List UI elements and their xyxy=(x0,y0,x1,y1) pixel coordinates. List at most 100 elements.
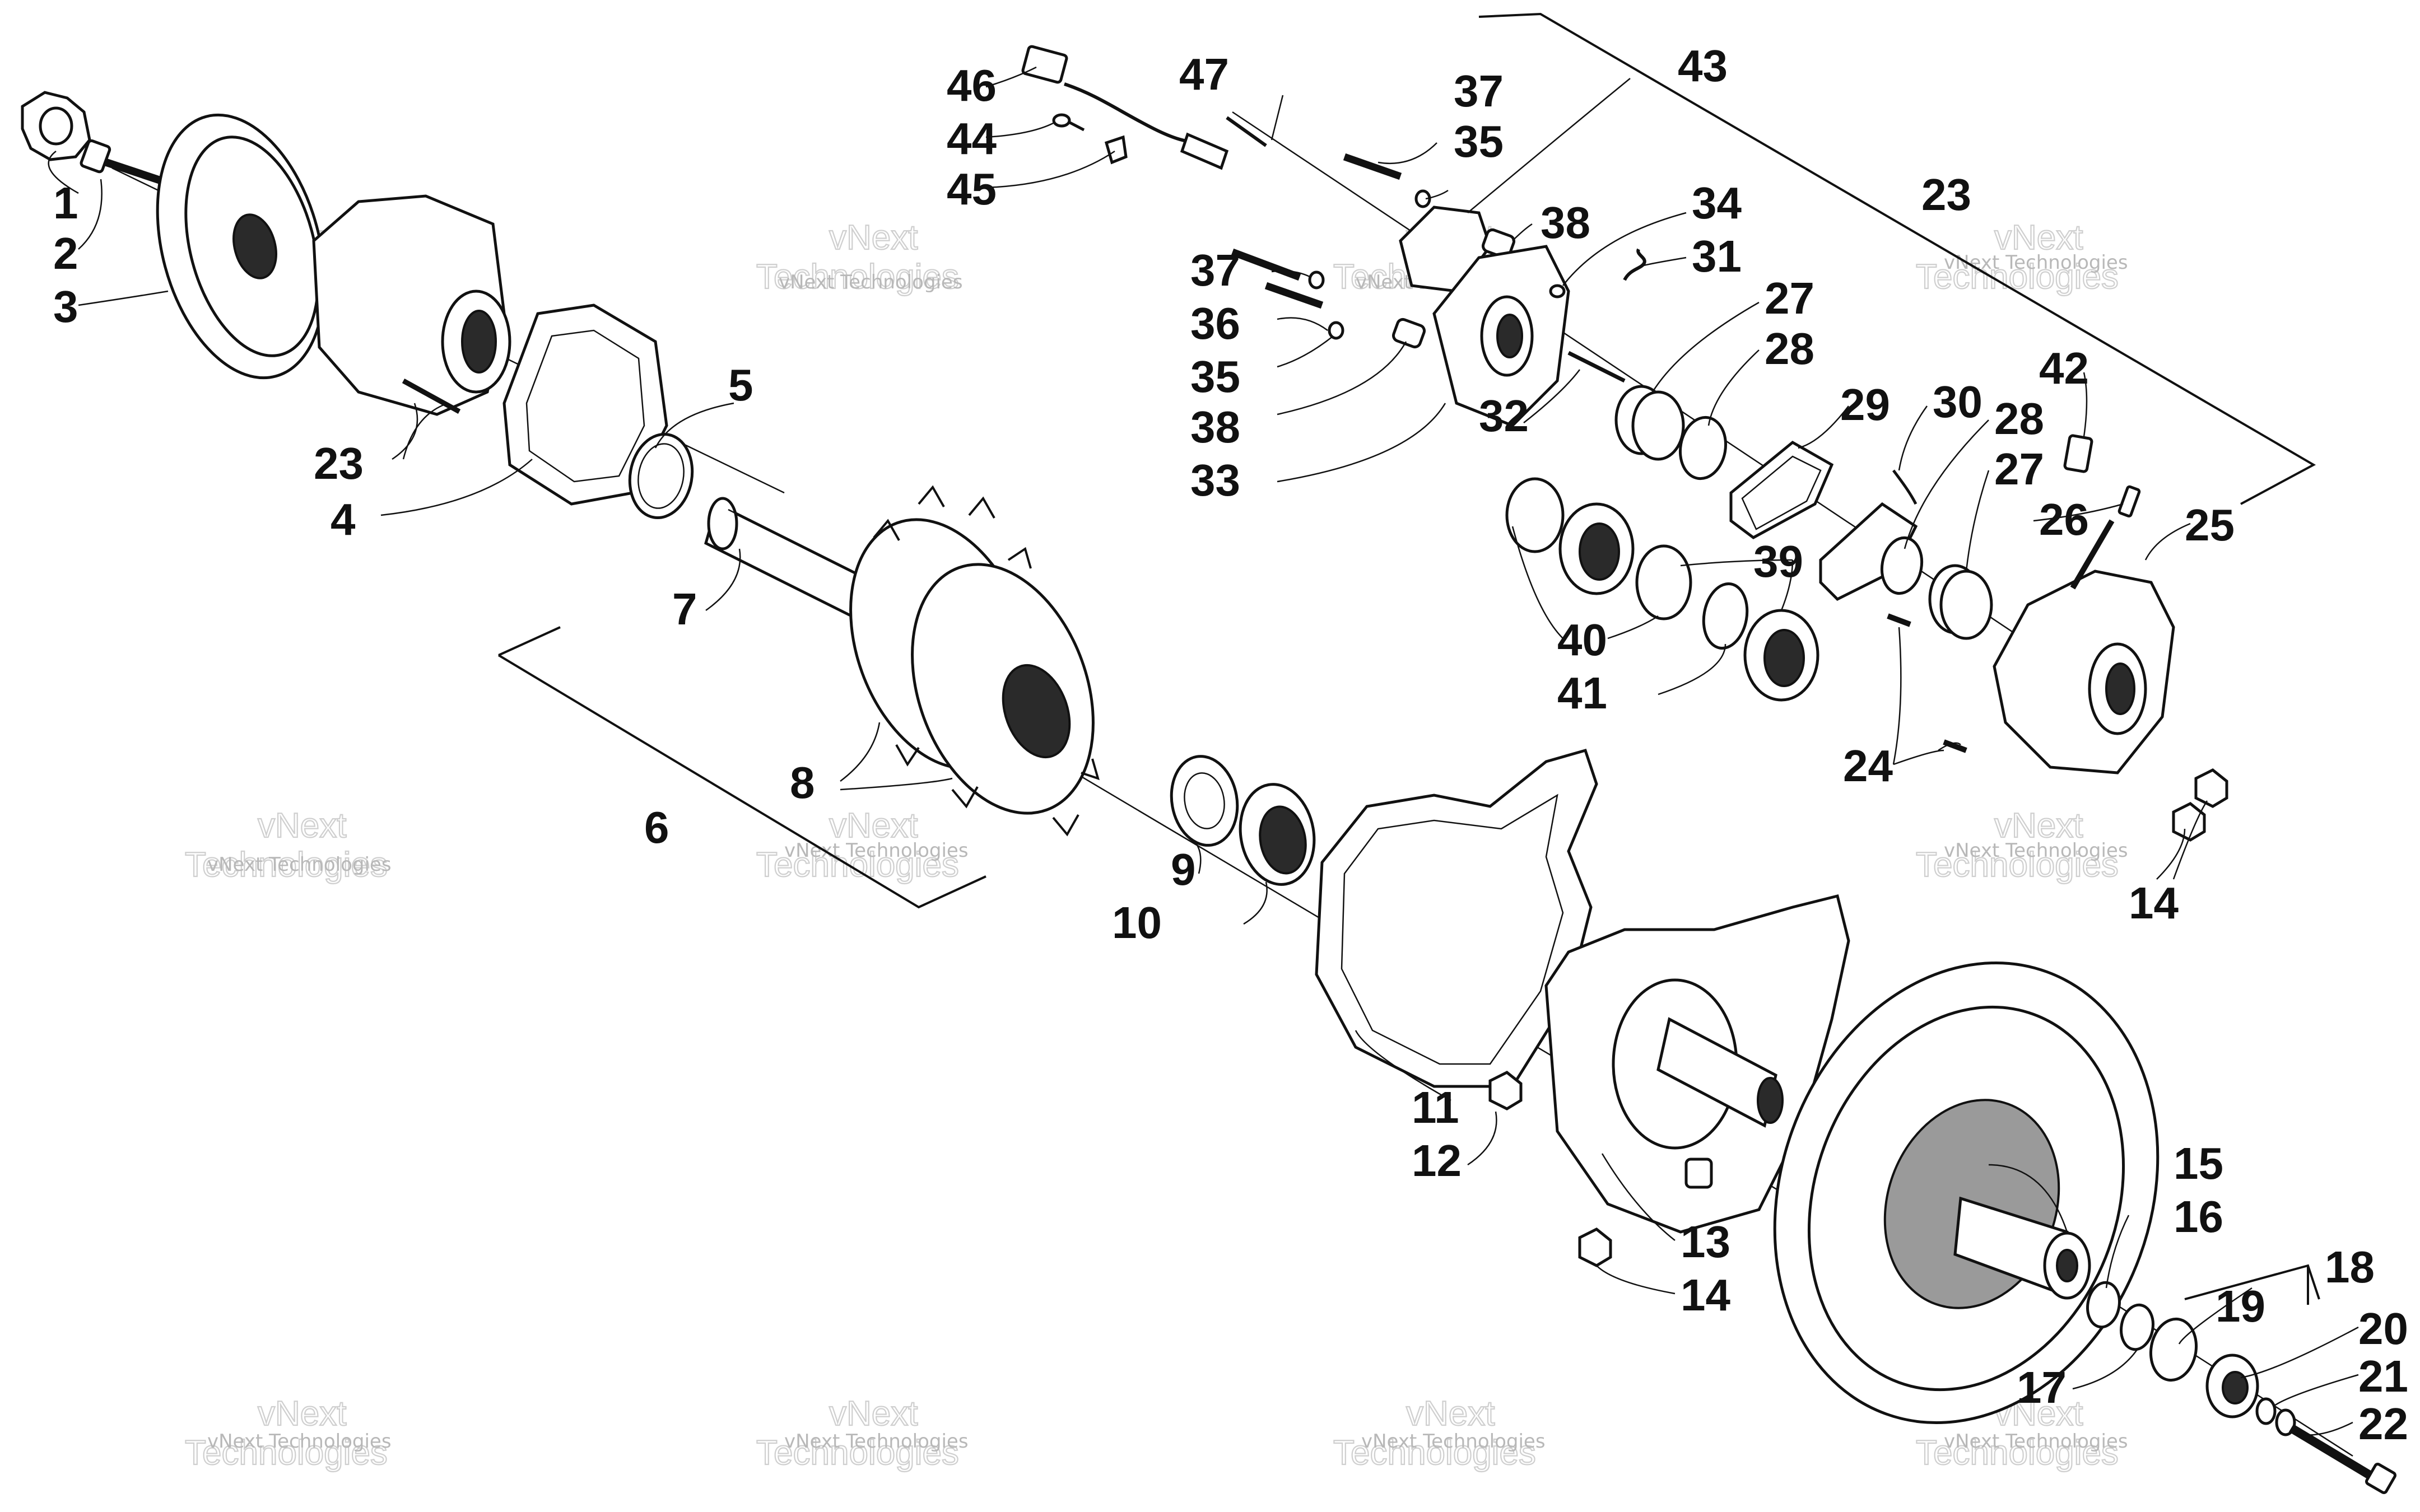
svg-text:vNext: vNext xyxy=(258,806,346,845)
part-33-caliper xyxy=(1432,245,1570,427)
label-part-3: 3 xyxy=(53,282,78,332)
part-19-washer xyxy=(2149,1317,2198,1382)
part-27-bearing-lower xyxy=(1928,564,1993,640)
label-part-39: 39 xyxy=(1753,536,1803,586)
svg-text:vNext: vNext xyxy=(829,806,918,845)
part-23-clutch-housing xyxy=(312,194,511,416)
label-part-24: 24 xyxy=(1843,741,1893,791)
svg-text:vNext: vNext xyxy=(258,1394,346,1433)
label-part-22: 22 xyxy=(2358,1399,2408,1449)
watermark-12: vNext Technologies vNext Technologies xyxy=(1915,1394,2128,1473)
part-35-washers xyxy=(1308,189,1431,340)
label-part-34: 34 xyxy=(1692,178,1742,228)
label-part-11: 11 xyxy=(1412,1082,1459,1132)
svg-text:vNext Technologies: vNext Technologies xyxy=(207,1430,392,1453)
watermark-4: vNext Technologies vNext Technologies xyxy=(1915,218,2128,297)
label-part-27-left: 27 xyxy=(1765,273,1814,323)
watermark-10: vNext Technologies vNext Technologies xyxy=(756,1394,969,1473)
label-part-38-top: 38 xyxy=(1541,198,1590,248)
label-part-16: 16 xyxy=(2174,1192,2223,1242)
part-38-bushings xyxy=(1392,228,1516,349)
part-36-bolt xyxy=(1264,282,1324,309)
label-part-43: 43 xyxy=(1678,41,1728,91)
part-41-snap-ring xyxy=(1702,582,1749,650)
part-12-nut xyxy=(1488,1071,1523,1110)
part-24-screws xyxy=(1887,613,1967,753)
label-part-26: 26 xyxy=(2039,494,2089,544)
label-part-19: 19 xyxy=(2216,1281,2265,1331)
svg-text:vNext: vNext xyxy=(1994,806,2083,845)
part-1-retainer xyxy=(21,91,91,161)
svg-text:Technologies: Technologies xyxy=(1916,258,2119,296)
svg-text:vNext: vNext xyxy=(1406,1394,1495,1433)
label-part-40: 40 xyxy=(1557,615,1607,665)
part-29-brake-pad xyxy=(1729,440,1834,539)
label-part-27-right: 27 xyxy=(1994,444,2044,494)
part-number-labels: 1 2 3 23 4 5 7 6 8 9 10 11 12 13 14 15 1… xyxy=(53,41,2408,1449)
svg-text:Technologies: Technologies xyxy=(1333,1434,1536,1472)
label-part-35-mid: 35 xyxy=(1190,352,1240,402)
label-part-47: 47 xyxy=(1179,49,1229,99)
part-8-drive-sprockets xyxy=(849,485,1100,837)
part-34-screw xyxy=(1549,284,1566,298)
part-11-gasket xyxy=(1315,748,1598,1088)
label-part-33: 33 xyxy=(1190,455,1240,505)
label-part-5: 5 xyxy=(728,360,753,410)
label-part-29: 29 xyxy=(1840,380,1890,430)
label-part-21: 21 xyxy=(2358,1351,2408,1401)
label-part-31: 31 xyxy=(1692,231,1742,281)
label-part-6: 6 xyxy=(644,802,669,852)
watermark-2: vNext Technologies vNext Technologies xyxy=(756,218,963,297)
part-14-nut-lower xyxy=(1578,1228,1612,1267)
label-part-32: 32 xyxy=(1479,391,1529,441)
part-4-cover-plate xyxy=(502,304,668,506)
part-45-clip xyxy=(1104,135,1128,165)
label-part-14-lower: 14 xyxy=(1681,1270,1730,1320)
label-part-38-mid: 38 xyxy=(1190,402,1240,452)
part-7-splined-shaft xyxy=(704,497,876,624)
svg-text:vNext Technologies: vNext Technologies xyxy=(779,271,963,293)
part-13-chaincase xyxy=(1544,894,1850,1234)
svg-text:vNext: vNext xyxy=(1994,218,2083,257)
label-part-25: 25 xyxy=(2185,500,2235,550)
label-part-2: 2 xyxy=(53,228,78,278)
label-part-37-mid: 37 xyxy=(1190,245,1240,295)
group-bracket-18 xyxy=(2184,1264,2320,1305)
svg-text:vNext Technologies: vNext Technologies xyxy=(784,839,969,862)
part-31-spring-pin xyxy=(1623,248,1646,281)
part-14-nuts-right xyxy=(2172,768,2228,842)
part-40-bearing xyxy=(1505,477,1565,553)
label-part-14-right: 14 xyxy=(2129,878,2179,928)
svg-text:vNext Technologies: vNext Technologies xyxy=(1944,839,2128,862)
svg-text:vNext Technologies: vNext Technologies xyxy=(1361,1430,1546,1453)
part-2-bolt xyxy=(80,139,167,186)
svg-text:Technologies: Technologies xyxy=(185,1434,388,1472)
svg-text:vNext Technologies: vNext Technologies xyxy=(784,1430,969,1453)
svg-text:Technologies: Technologies xyxy=(756,258,959,296)
label-part-28-right: 28 xyxy=(1994,394,2044,444)
watermark-11: vNext Technologies vNext Technologies xyxy=(1333,1394,1546,1473)
part-26-fitting xyxy=(2118,485,2141,517)
watermark-5: vNext Technologies vNext Technologies xyxy=(184,806,392,885)
label-part-17: 17 xyxy=(2017,1362,2067,1412)
svg-text:vNext Technologies: vNext Technologies xyxy=(1944,1430,2128,1453)
label-part-42: 42 xyxy=(2039,343,2089,393)
svg-text:vNext: vNext xyxy=(829,1394,918,1433)
label-part-36: 36 xyxy=(1190,298,1240,348)
part-20-spacer xyxy=(2205,1354,2259,1418)
svg-text:vNext Technologies: vNext Technologies xyxy=(207,853,392,876)
svg-text:Technologies: Technologies xyxy=(1916,846,2119,884)
svg-text:Technologies: Technologies xyxy=(756,846,959,884)
label-part-15: 15 xyxy=(2174,1138,2223,1188)
label-part-23-right: 23 xyxy=(1921,170,1971,220)
part-15-driven-clutch xyxy=(1773,962,2160,1424)
watermark-9: vNext Technologies vNext Technologies xyxy=(184,1394,392,1473)
part-22-bolt xyxy=(2288,1424,2396,1494)
label-part-4: 4 xyxy=(331,494,356,544)
part-9-seal xyxy=(1170,755,1239,847)
svg-text:Technologies: Technologies xyxy=(756,1434,959,1472)
label-part-9: 9 xyxy=(1171,844,1196,894)
label-part-46: 46 xyxy=(947,60,997,110)
part-40-bearing-2 xyxy=(1635,544,1692,620)
